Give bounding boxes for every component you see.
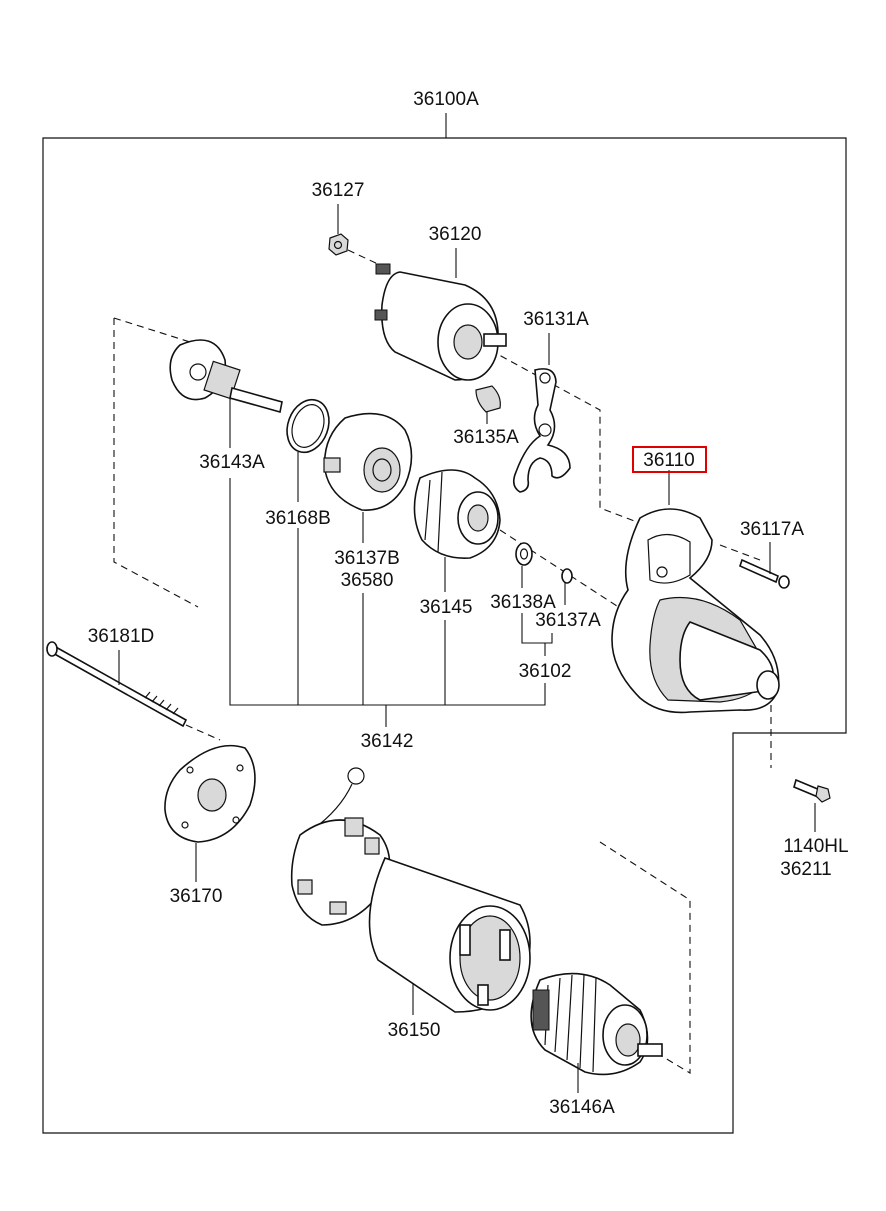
label-36137A: 36137A — [535, 610, 601, 631]
guide-through-bolt — [185, 724, 221, 741]
pinion-shaft-36143A — [169, 339, 283, 414]
solenoid-36120 — [374, 263, 507, 381]
label-36110: 36110 — [643, 450, 694, 471]
label-36135A: 36135A — [453, 427, 519, 448]
rear-cover-36170 — [164, 744, 256, 843]
label-36102: 36102 — [519, 661, 572, 682]
guide-bolt-36117A — [719, 544, 761, 561]
label-36137B: 36137B — [334, 548, 400, 569]
assembly-frame — [42, 137, 847, 1134]
label-36142: 36142 — [361, 731, 414, 752]
gear-housing-36137B — [323, 412, 413, 511]
bracket-36102 — [521, 613, 553, 644]
label-1140HL: 1140HL — [783, 836, 848, 857]
guide-pinion-shaft — [113, 317, 191, 343]
label-36138A: 36138A — [490, 592, 556, 613]
guide-left-vertical — [113, 318, 199, 608]
armature-36146A — [530, 972, 663, 1076]
shift-lever-36131A — [512, 368, 571, 493]
o-ring-36168B — [286, 398, 330, 454]
guide-armature-box — [599, 841, 691, 1074]
label-36120: 36120 — [429, 224, 482, 245]
through-bolt-36181D — [46, 641, 188, 728]
bolt-1140HL — [793, 778, 831, 803]
label-36145: 36145 — [420, 597, 473, 618]
label-36146A: 36146A — [549, 1097, 615, 1118]
label-36170: 36170 — [170, 886, 223, 907]
washer-36138A — [515, 542, 533, 566]
snap-ring-36137A — [561, 568, 573, 584]
label-assembly: 36100A — [413, 89, 479, 110]
label-36150: 36150 — [388, 1020, 441, 1041]
plunger-36135A — [475, 385, 501, 413]
highlight-box-36110 — [632, 446, 707, 473]
front-housing-36110 — [611, 508, 780, 714]
label-36580: 36580 — [341, 570, 394, 591]
label-36168B: 36168B — [265, 508, 331, 529]
bolt-36117A — [739, 558, 790, 589]
label-36211: 36211 — [780, 859, 831, 880]
guide-36127-stud — [347, 249, 381, 266]
nut-36127 — [328, 233, 349, 256]
label-36127: 36127 — [312, 180, 365, 201]
brush-holder — [290, 767, 391, 926]
label-36117A: 36117A — [740, 519, 804, 540]
clutch-36145 — [413, 469, 501, 559]
label-36143A: 36143A — [199, 452, 265, 473]
yoke-36150 — [368, 857, 531, 1013]
label-36181D: 36181D — [88, 626, 155, 647]
bracket-36142 — [229, 478, 546, 706]
label-36131A: 36131A — [523, 309, 589, 330]
